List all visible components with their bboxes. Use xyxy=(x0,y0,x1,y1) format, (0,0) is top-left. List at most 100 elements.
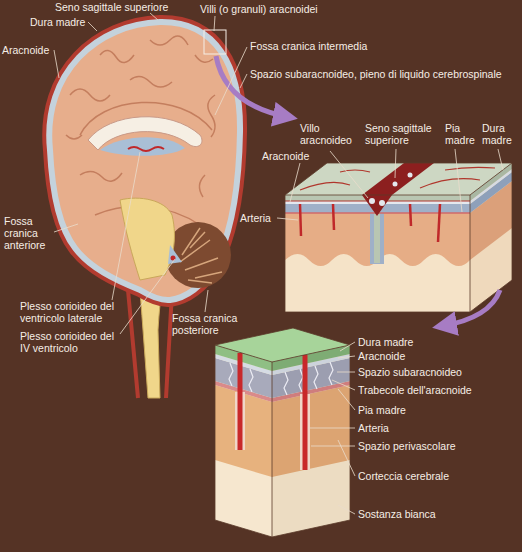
meninges-block xyxy=(285,163,512,312)
illustration-part xyxy=(66,135,82,139)
leader-line xyxy=(54,13,503,514)
illustration-part xyxy=(88,22,97,31)
illustration-part xyxy=(290,163,300,202)
part-label: Aracnoide xyxy=(358,350,405,362)
illustration-part xyxy=(410,204,411,226)
part-label: Sostanza bianca xyxy=(358,508,436,520)
illustration-part xyxy=(165,222,231,288)
part-label: Seno sagittale superiore xyxy=(365,122,439,146)
illustration-part xyxy=(70,89,110,101)
illustration-part xyxy=(100,137,185,155)
illustration-part xyxy=(215,328,350,362)
part-label: Seno sagittale superiore xyxy=(55,1,168,13)
illustration-part xyxy=(408,173,413,178)
part-label: Pia madre xyxy=(358,404,406,416)
illustration-part xyxy=(205,290,208,312)
illustration-part xyxy=(393,182,398,187)
part-label: Villo aracnoideo xyxy=(300,122,362,146)
part-label: Spazio perivascolare xyxy=(358,440,455,452)
illustration-part xyxy=(284,372,288,395)
illustration-part xyxy=(300,204,440,242)
illustration-part xyxy=(330,151,368,198)
part-label: Plesso corioideo del IV ventricolo xyxy=(20,330,120,354)
illustration-part xyxy=(338,440,355,476)
part-label: Dura madre xyxy=(482,122,518,146)
illustration-part xyxy=(130,76,172,87)
part-label: Spazio subaracnoideo, pieno di liquido c… xyxy=(250,68,515,80)
illustration-part xyxy=(180,228,222,283)
illustration-part xyxy=(300,167,495,190)
illustration-part xyxy=(498,149,503,170)
illustration-part xyxy=(216,56,288,117)
illustration-part xyxy=(337,372,355,373)
illustration-part xyxy=(438,204,440,242)
illustration-part xyxy=(300,204,301,236)
illustration-part xyxy=(199,175,205,197)
illustration-part xyxy=(340,342,355,351)
part-label: Pia madre xyxy=(445,122,481,146)
part-label: Dura madre xyxy=(30,16,85,28)
illustration-part xyxy=(128,147,164,151)
illustration-part xyxy=(445,167,495,170)
part-label: Dura madre xyxy=(358,336,413,348)
illustration-part xyxy=(49,22,240,300)
illustration-part xyxy=(338,389,355,410)
illustration-part xyxy=(308,428,355,429)
part-label: Arteria xyxy=(240,212,271,224)
illustration-part xyxy=(100,50,134,62)
illustration-part xyxy=(66,36,215,225)
illustration-part xyxy=(208,95,215,137)
illustration-part xyxy=(204,30,226,54)
illustration-part xyxy=(80,171,122,181)
illustration-part xyxy=(215,345,272,537)
illustration-part xyxy=(150,13,158,20)
illustration-part xyxy=(180,228,222,283)
illustration-part xyxy=(340,170,370,172)
illustration-part xyxy=(120,259,175,334)
illustration-part xyxy=(333,204,334,230)
illustration-part xyxy=(229,362,333,395)
illustration-part xyxy=(362,195,392,216)
illustration-part xyxy=(420,179,480,188)
illustration-part xyxy=(215,328,350,537)
illustration-part xyxy=(215,47,247,115)
illustration-part xyxy=(120,198,174,280)
part-label: Aracnoide xyxy=(262,150,309,162)
illustration-part xyxy=(240,74,247,88)
part-label: Fossa cranica posteriore xyxy=(172,312,264,336)
part-label: Trabecole dell'aracnoide xyxy=(358,384,472,396)
part-label: Aracnoide xyxy=(2,44,49,56)
illustration-part xyxy=(285,163,512,195)
illustration-part xyxy=(277,218,298,220)
illustration-part xyxy=(238,353,243,450)
illustration-part xyxy=(112,152,140,300)
part-label: Corteccia cerebrale xyxy=(358,470,449,482)
illustration-part xyxy=(214,16,215,31)
illustration-part xyxy=(303,355,308,470)
illustration-part xyxy=(285,163,512,312)
illustration-part xyxy=(150,36,188,45)
illustration-part xyxy=(229,363,233,386)
part-label: Fossa cranica anteriore xyxy=(4,215,56,251)
illustration-part xyxy=(311,446,355,447)
illustration-part xyxy=(285,195,470,312)
illustration-part xyxy=(338,505,355,514)
illustration-part xyxy=(54,224,78,232)
part-label: Arteria xyxy=(358,422,389,434)
part-label: Spazio subaracnoideo xyxy=(358,366,462,378)
illustration-part xyxy=(49,22,240,300)
part-label: Villi (o granuli) aracnoidei xyxy=(200,3,318,15)
illustration-part xyxy=(249,369,253,392)
part-label: Fossa cranica intermedia xyxy=(250,40,367,52)
illustration-part xyxy=(195,55,213,62)
illustration-part xyxy=(299,369,303,392)
illustration-part xyxy=(329,362,333,385)
part-label: Plesso corioideo del ventricolo laterale xyxy=(20,300,120,324)
illustration-part xyxy=(54,50,59,78)
illustration-part xyxy=(369,198,375,204)
zoom-arrow xyxy=(216,56,500,326)
meninges-detail-block xyxy=(215,328,350,537)
